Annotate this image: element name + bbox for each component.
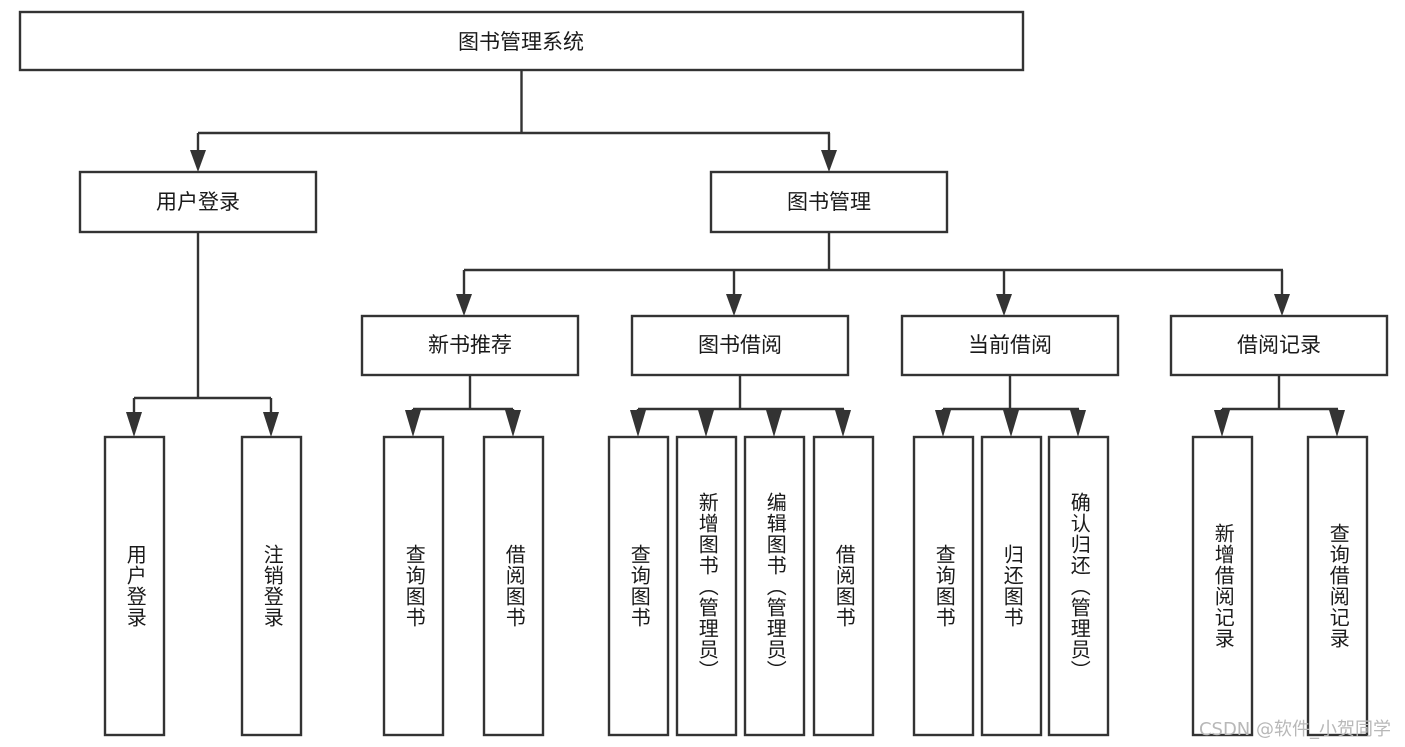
connector-layer xyxy=(126,70,1345,437)
node-book-borrow[interactable]: 图书借阅 xyxy=(630,314,850,377)
node-book-management-box[interactable] xyxy=(709,170,949,234)
arrow-to-current-borrow xyxy=(996,294,1012,316)
arrow-to-new-book-recommend xyxy=(456,294,472,316)
leaf-box-book-borrow-2[interactable] xyxy=(743,435,806,737)
leaf-box-current-borrow-0[interactable] xyxy=(912,435,975,737)
node-root[interactable]: 图书管理系统 xyxy=(18,10,1025,72)
arrow-leaf-nbr-0 xyxy=(405,410,421,437)
node-borrow-record[interactable]: 借阅记录 xyxy=(1169,314,1389,377)
node-new-book-recommend-box[interactable] xyxy=(360,314,580,377)
leaf-box-user-login-0[interactable] xyxy=(103,435,166,737)
leaf-box-book-borrow-3[interactable] xyxy=(812,435,875,737)
node-book-borrow-label: 图书借阅 xyxy=(698,333,782,357)
node-new-book-recommend[interactable]: 新书推荐 xyxy=(360,314,580,377)
leaf-box-borrow-record-0[interactable] xyxy=(1191,435,1254,737)
leaf-box-book-borrow-0[interactable] xyxy=(607,435,670,737)
node-user-login-box[interactable] xyxy=(78,170,318,234)
node-user-login[interactable]: 用户登录 xyxy=(78,170,318,234)
arrow-leaf-cb-2 xyxy=(1070,410,1086,437)
arrow-leaf-bb-2 xyxy=(766,410,782,437)
node-user-login-label: 用户登录 xyxy=(156,190,240,214)
arrow-leaf-bb-3 xyxy=(835,410,851,437)
node-current-borrow[interactable]: 当前借阅 xyxy=(900,314,1120,377)
arrow-to-user-login xyxy=(190,150,206,172)
node-root-label: 图书管理系统 xyxy=(458,30,584,54)
node-root-box[interactable] xyxy=(18,10,1025,72)
node-layer: 图书管理系统 用户登录 图书管理 新书推荐 图书借阅 当前 xyxy=(18,10,1389,737)
csdn-watermark: CSDN @软件_小贺同学 xyxy=(1198,719,1391,740)
node-book-management[interactable]: 图书管理 xyxy=(709,170,949,234)
node-book-borrow-box[interactable] xyxy=(630,314,850,377)
leaf-box-new-book-recommend-0[interactable] xyxy=(382,435,445,737)
arrow-to-borrow-record xyxy=(1274,294,1290,316)
arrow-leaf-nbr-1 xyxy=(505,410,521,437)
arrow-leaf-br-0 xyxy=(1214,410,1230,437)
leaf-box-borrow-record-1[interactable] xyxy=(1306,435,1369,737)
leaf-box-current-borrow-2[interactable] xyxy=(1047,435,1110,737)
arrow-to-book-borrow xyxy=(726,294,742,316)
node-borrow-record-box[interactable] xyxy=(1169,314,1389,377)
arrow-leaf-user-login-0 xyxy=(126,412,142,437)
arrow-leaf-br-1 xyxy=(1329,410,1345,437)
arrow-to-book-mgmt xyxy=(821,150,837,172)
node-new-book-recommend-label: 新书推荐 xyxy=(428,333,512,357)
leaf-box-book-borrow-1[interactable] xyxy=(675,435,738,737)
node-borrow-record-label: 借阅记录 xyxy=(1237,333,1321,357)
arrow-leaf-bb-1 xyxy=(698,410,714,437)
arrow-leaf-cb-1 xyxy=(1003,410,1019,437)
node-book-management-label: 图书管理 xyxy=(787,190,871,214)
node-current-borrow-box[interactable] xyxy=(900,314,1120,377)
arrow-leaf-cb-0 xyxy=(935,410,951,437)
leaf-box-new-book-recommend-1[interactable] xyxy=(482,435,545,737)
arrow-leaf-user-login-1 xyxy=(263,412,279,437)
node-current-borrow-label: 当前借阅 xyxy=(968,333,1052,357)
arrow-leaf-bb-0 xyxy=(630,410,646,437)
leaf-box-current-borrow-1[interactable] xyxy=(980,435,1043,737)
leaf-box-user-login-1[interactable] xyxy=(240,435,303,737)
